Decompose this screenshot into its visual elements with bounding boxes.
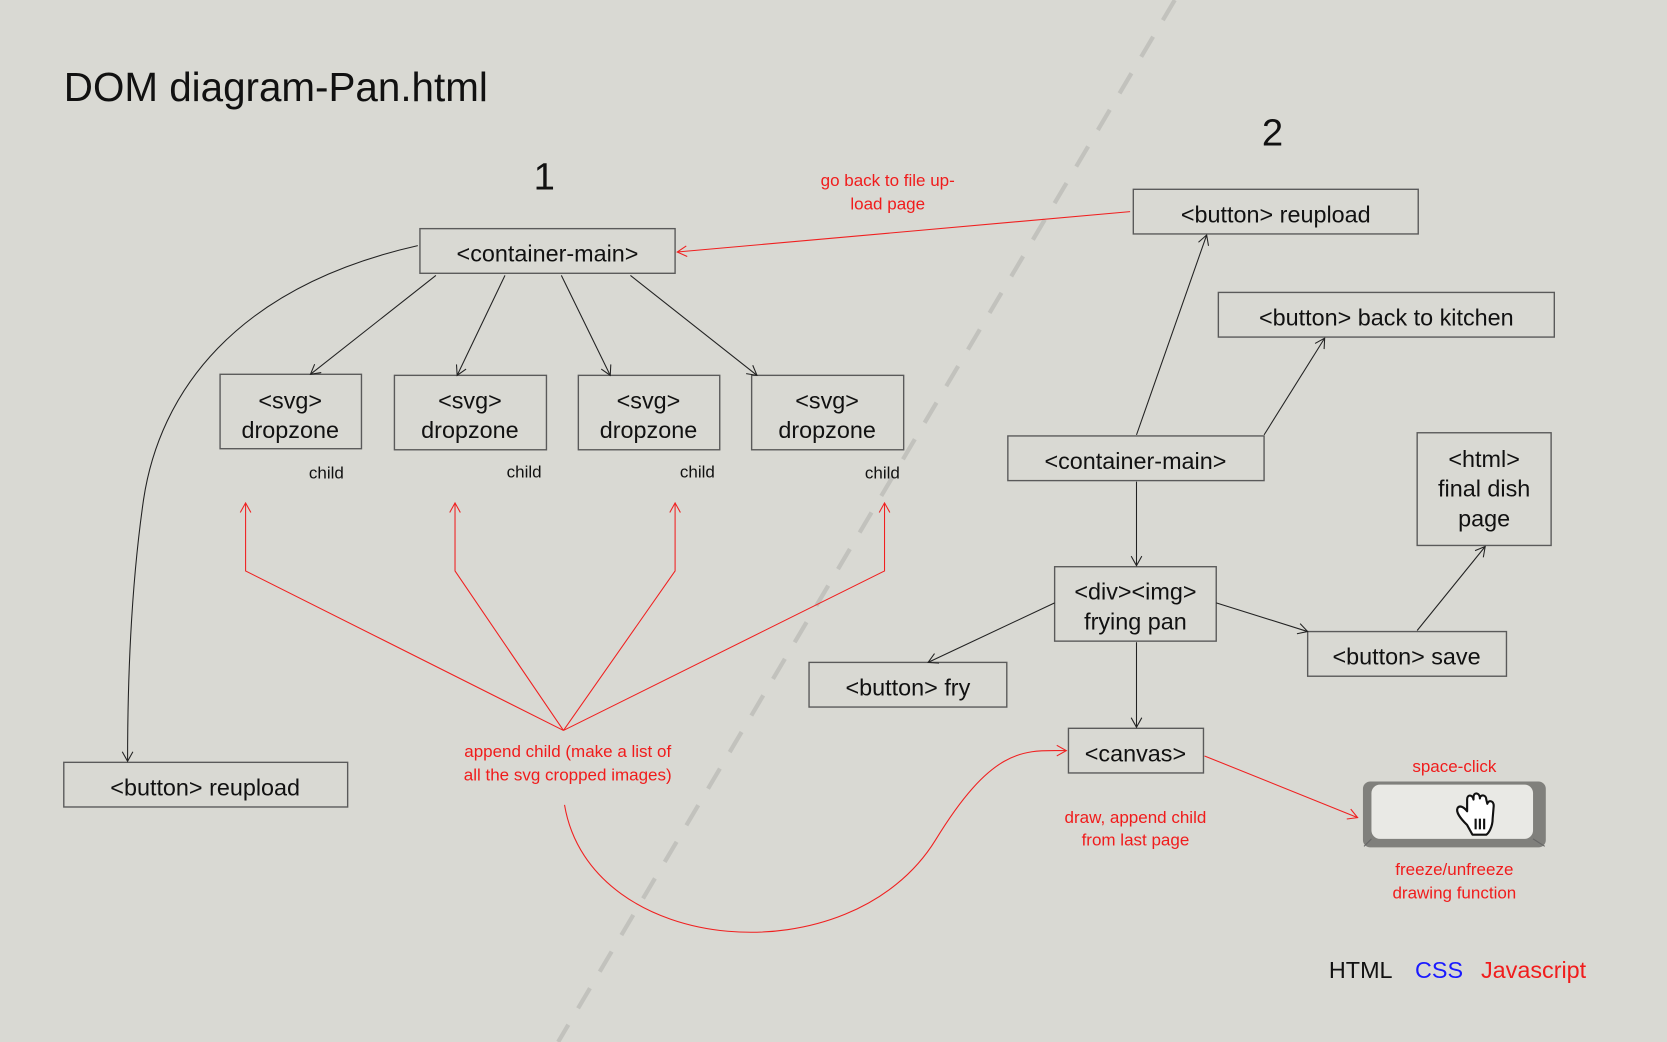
legend-javascript: Javascript bbox=[1481, 957, 1587, 983]
node-label: <button> back to kitchen bbox=[1259, 304, 1514, 330]
child-label: child bbox=[309, 463, 344, 482]
p1-reupload-node: <button> reupload bbox=[63, 761, 349, 808]
space-click-label: space-click bbox=[1412, 757, 1497, 776]
hand-grab-icon bbox=[1456, 792, 1495, 836]
node-label: <div><img> bbox=[1074, 579, 1196, 605]
dropzone-node-1: <svg> dropzone child bbox=[219, 373, 363, 482]
freeze-note: freeze/unfreeze bbox=[1395, 860, 1513, 879]
legend-html: HTML bbox=[1329, 957, 1393, 983]
page-title: DOM diagram-Pan.html bbox=[64, 64, 488, 110]
dropzone-node-2: <svg> dropzone child bbox=[393, 374, 548, 481]
node-label: frying pan bbox=[1084, 608, 1187, 634]
go-back-note: go back to file up- bbox=[821, 171, 955, 190]
p1-append-edges bbox=[239, 501, 891, 731]
child-label: child bbox=[865, 463, 900, 482]
append-child-note: append child (make a list of bbox=[464, 742, 671, 761]
p1-container-main-node: <container-main> bbox=[419, 227, 676, 274]
node-label: dropzone bbox=[421, 417, 518, 443]
append-to-canvas-edge bbox=[564, 744, 1068, 933]
append-child-note: all the svg cropped images) bbox=[464, 765, 672, 784]
node-label: dropzone bbox=[241, 417, 338, 443]
save-node: <button> save bbox=[1306, 630, 1508, 677]
canvas-node: <canvas> bbox=[1067, 727, 1205, 774]
p1-black-edges bbox=[121, 245, 758, 763]
node-label: <button> reupload bbox=[1181, 201, 1371, 227]
dropzone-node-4: <svg> dropzone child bbox=[750, 374, 905, 482]
node-label: <svg> bbox=[795, 387, 859, 413]
fry-node: <button> fry bbox=[808, 661, 1008, 708]
draw-note: from last page bbox=[1082, 830, 1190, 849]
back-to-kitchen-node: <button> back to kitchen bbox=[1217, 291, 1555, 338]
final-dish-node: <html> final dish page bbox=[1416, 432, 1552, 547]
freeze-note: drawing function bbox=[1392, 883, 1516, 902]
node-label: <button> save bbox=[1332, 644, 1480, 670]
frying-pan-node: <div><img> frying pan bbox=[1053, 566, 1217, 642]
canvas-to-key-edge bbox=[1204, 755, 1359, 820]
node-label: final dish bbox=[1438, 476, 1530, 502]
node-label: dropzone bbox=[778, 417, 875, 443]
legend-css: CSS bbox=[1415, 957, 1463, 983]
node-label: <svg> bbox=[617, 387, 681, 413]
p2-container-main-node: <container-main> bbox=[1007, 435, 1265, 482]
node-label: <svg> bbox=[438, 387, 502, 413]
section-divider bbox=[556, 0, 1177, 1042]
dropzone-node-3: <svg> dropzone child bbox=[577, 374, 721, 481]
node-label: dropzone bbox=[600, 417, 697, 443]
go-back-note: load page bbox=[850, 195, 925, 214]
child-label: child bbox=[680, 462, 715, 481]
node-label: <container-main> bbox=[1044, 448, 1226, 474]
node-label: <button> fry bbox=[846, 674, 971, 700]
node-label: <container-main> bbox=[457, 241, 639, 267]
p2-reupload-node: <button> reupload bbox=[1132, 188, 1419, 235]
section-2-label: 2 bbox=[1262, 112, 1283, 155]
section-1-label: 1 bbox=[534, 155, 555, 198]
node-label: page bbox=[1458, 505, 1510, 531]
spacebar-key-icon bbox=[1362, 781, 1546, 848]
node-label: <svg> bbox=[258, 387, 322, 413]
node-label: <canvas> bbox=[1085, 740, 1186, 766]
node-label: <button> reupload bbox=[110, 774, 300, 800]
child-label: child bbox=[507, 462, 542, 481]
p2-black-edges bbox=[927, 233, 1486, 729]
node-label: <html> bbox=[1448, 446, 1519, 472]
legend: HTML CSS Javascript bbox=[1329, 957, 1587, 983]
draw-note: draw, append child bbox=[1065, 808, 1207, 827]
go-back-edge bbox=[676, 211, 1131, 257]
